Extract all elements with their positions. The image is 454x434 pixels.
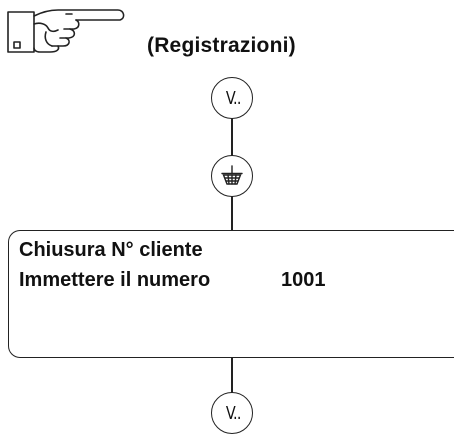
- display-panel: Chiusura N° cliente Immettere il numero …: [8, 230, 454, 358]
- connector-line: [231, 118, 233, 156]
- connector-line: [231, 358, 233, 394]
- v-key-bottom[interactable]: V..: [211, 392, 253, 434]
- pointing-hand-icon: [7, 9, 125, 53]
- display-value: 1001: [281, 269, 326, 291]
- v-key-top[interactable]: V..: [211, 77, 253, 119]
- connector-line: [231, 194, 233, 230]
- section-title: (Registrazioni): [147, 34, 296, 57]
- display-line-2: Immettere il numero: [19, 269, 211, 291]
- display-line-1: Chiusura N° cliente: [19, 239, 203, 261]
- v-key-label: V..: [225, 87, 242, 109]
- tare-key[interactable]: [211, 155, 253, 197]
- v-key-label: V..: [225, 402, 242, 424]
- tare-key-icon: [221, 165, 243, 185]
